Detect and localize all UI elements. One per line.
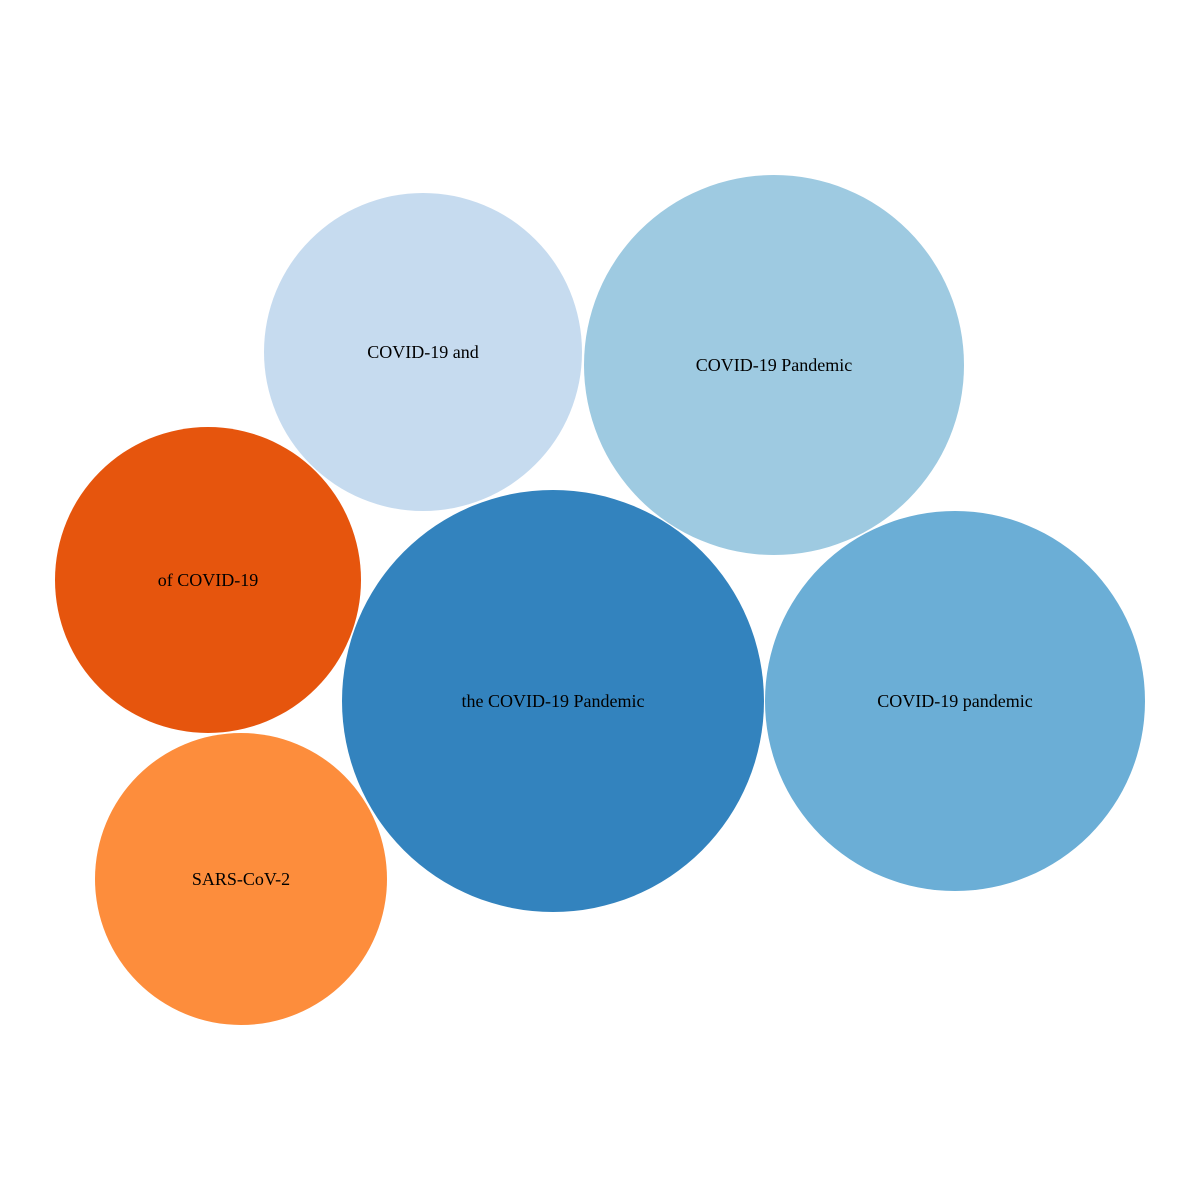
bubble-circle-covid-19-and (264, 193, 582, 511)
bubble-circle-covid-19-pandemic (584, 175, 964, 555)
bubble-circle-of-covid-19 (55, 427, 361, 733)
bubble-label-covid-19-pandemic: COVID-19 pandemic (877, 691, 1032, 711)
bubble-label-the-covid-19-pandemic: the COVID-19 Pandemic (462, 691, 645, 711)
bubble-circle-covid-19-pandemic (765, 511, 1145, 891)
bubble-label-sars-cov-2: SARS-CoV-2 (192, 869, 290, 889)
bubble-circle-the-covid-19-pandemic (342, 490, 764, 912)
bubble-the-covid-19-pandemic: the COVID-19 Pandemic (342, 490, 764, 912)
bubble-label-covid-19-and: COVID-19 and (367, 342, 478, 362)
bubble-covid-19-pandemic: COVID-19 Pandemic (584, 175, 964, 555)
bubble-covid-19-pandemic: COVID-19 pandemic (765, 511, 1145, 891)
bubble-sars-cov-2: SARS-CoV-2 (95, 733, 387, 1025)
bubble-of-covid-19: of COVID-19 (55, 427, 361, 733)
bubble-circle-sars-cov-2 (95, 733, 387, 1025)
bubble-covid-19-and: COVID-19 and (264, 193, 582, 511)
bubble-label-covid-19-pandemic: COVID-19 Pandemic (696, 355, 852, 375)
bubble-label-of-covid-19: of COVID-19 (158, 570, 259, 590)
